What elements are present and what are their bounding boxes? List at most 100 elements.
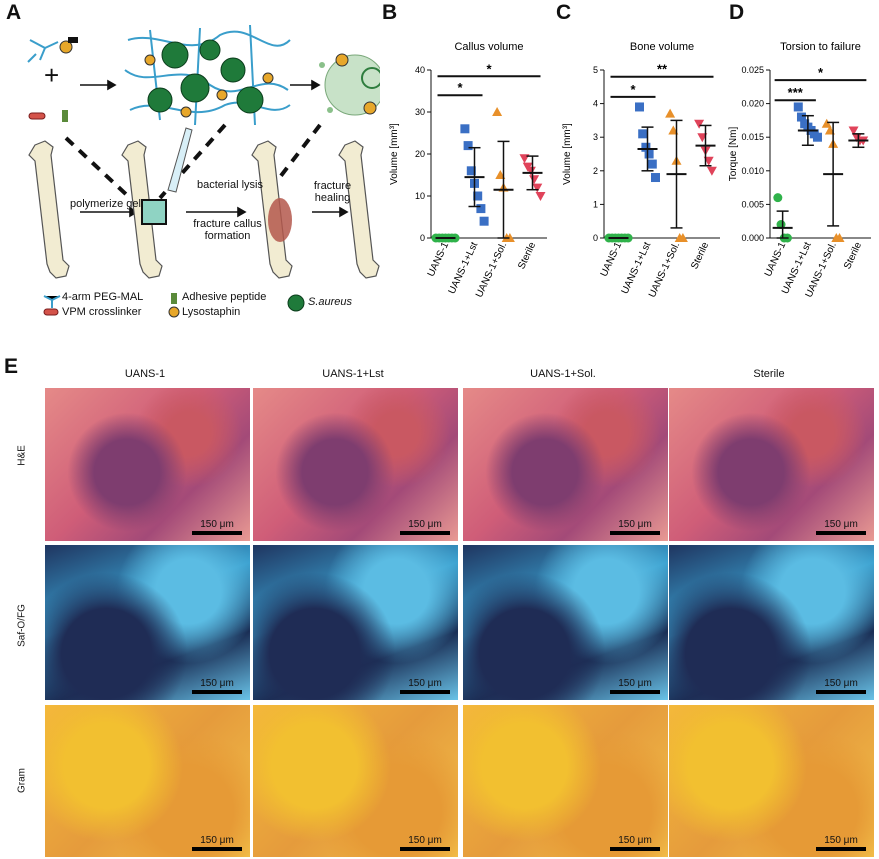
data-point: [525, 166, 536, 176]
callus-icon: [268, 198, 292, 242]
scale-bar: 150 μm: [816, 519, 866, 535]
y-tick-label: 0: [420, 233, 425, 243]
schematic-diagram: [27, 24, 380, 318]
vpm-crosslinker-icon: [28, 112, 46, 120]
scale-bar-label: 150 μm: [200, 835, 234, 846]
legend-peg: 4-arm PEG-MAL: [62, 291, 144, 303]
data-point: [638, 129, 648, 139]
scale-bar-label: 150 μm: [618, 519, 652, 530]
data-point: [476, 204, 486, 214]
legend-vpm: VPM crosslinker: [62, 306, 142, 318]
histology-image: 150 μm: [463, 705, 668, 857]
y-tick-label: 0.010: [741, 166, 764, 176]
scale-bar-label: 150 μm: [200, 519, 234, 530]
y-tick-label: 0.005: [741, 199, 764, 209]
y-tick-label: 3: [593, 132, 598, 142]
data-point: [479, 216, 489, 226]
x-tick-label: UANS-1+Sol.: [474, 241, 509, 300]
row-label-gram: Gram: [16, 768, 28, 793]
data-point: [694, 119, 705, 129]
scale-bar-label: 150 μm: [408, 678, 442, 689]
data-point: [460, 124, 470, 134]
data-point: [473, 191, 483, 201]
x-tick-label: UANS-1+Lst: [447, 240, 481, 295]
x-tick-label: UANS-1+Lst: [620, 240, 654, 295]
data-point: [641, 142, 651, 152]
col-label-uans1-sol: UANS-1+Sol.: [530, 368, 596, 380]
y-tick-label: 0.015: [741, 132, 764, 142]
x-tick-label: UANS-1: [763, 240, 789, 278]
panel-letter-c: C: [556, 1, 572, 24]
chart-title: Callus volume: [454, 41, 523, 53]
data-point: [529, 175, 540, 185]
significance-label: *: [486, 61, 492, 76]
gel-site-box: [141, 199, 167, 225]
data-point: [677, 233, 688, 242]
y-tick-label: 30: [415, 107, 425, 117]
x-tick-label: UANS-1: [599, 240, 625, 278]
step-bacterial-lysis: bacterial lysis: [196, 179, 264, 191]
data-point: [492, 107, 503, 116]
y-tick-label: 0.020: [741, 99, 764, 109]
y-tick-label: 5: [593, 65, 598, 75]
row-label-safo: Saf-O/FG: [16, 604, 28, 647]
data-point: [463, 141, 473, 151]
data-point: [848, 126, 859, 136]
data-point: [532, 183, 543, 193]
x-tick-label: UANS-1+Sol.: [647, 241, 682, 300]
scale-bar: 150 μm: [192, 519, 242, 535]
panel-letter-a: A: [6, 1, 22, 24]
chart-title: Bone volume: [630, 41, 694, 53]
y-tick-label: 4: [593, 99, 598, 109]
scale-bar: 150 μm: [400, 678, 450, 694]
histology-image: 150 μm: [45, 705, 250, 857]
data-point: [635, 102, 644, 112]
x-tick-label: UANS-1: [426, 240, 452, 278]
y-axis-label: Volume [mm³]: [562, 123, 573, 185]
col-label-sterile: Sterile: [753, 368, 785, 380]
panel-letter-b: B: [382, 1, 398, 24]
histology-image: 150 μm: [253, 388, 458, 541]
y-tick-label: 20: [415, 149, 425, 159]
data-point: [706, 166, 717, 176]
significance-label: *: [457, 80, 463, 95]
torsion-chart: Torsion to failure0.0000.0050.0100.0150.…: [728, 41, 871, 299]
chart-title: Torsion to failure: [780, 41, 861, 53]
scale-bar-label: 150 μm: [618, 678, 652, 689]
scale-bar-label: 150 μm: [824, 519, 858, 530]
data-point: [665, 108, 676, 118]
step-fracture-healing: fracture healing: [313, 180, 352, 204]
data-point: [834, 233, 845, 242]
scale-bar: 150 μm: [192, 678, 242, 694]
x-tick-label: Sterile: [842, 240, 864, 271]
plus-sign: +: [44, 60, 60, 90]
legend-adhesive: Adhesive peptide: [182, 291, 267, 303]
lysed-cell-icon: [319, 53, 380, 116]
data-point: [651, 173, 660, 183]
scale-bar: 150 μm: [400, 835, 450, 851]
data-point: [647, 159, 657, 169]
data-point: [793, 102, 803, 112]
lysostaphin-icon: [59, 37, 78, 54]
scale-bar-label: 150 μm: [824, 835, 858, 846]
scale-bar: 150 μm: [192, 835, 242, 851]
x-tick-label: Sterile: [689, 240, 711, 271]
significance-label: *: [818, 65, 824, 80]
scale-bar-label: 150 μm: [200, 678, 234, 689]
data-point: [812, 132, 822, 142]
panel-letter-d: D: [729, 1, 745, 24]
y-tick-label: 0: [593, 233, 598, 243]
scale-bar: 150 μm: [816, 678, 866, 694]
histology-image: 150 μm: [669, 388, 874, 541]
data-point: [644, 149, 654, 159]
adhesive-peptide-icon: [62, 110, 68, 122]
histology-image: 150 μm: [463, 388, 668, 541]
pipette-icon: [167, 127, 193, 193]
data-point: [466, 166, 476, 176]
peg-mal-icon: [27, 39, 59, 63]
x-tick-label: Sterile: [516, 240, 538, 271]
y-tick-label: 0.025: [741, 65, 764, 75]
data-point: [504, 233, 515, 242]
